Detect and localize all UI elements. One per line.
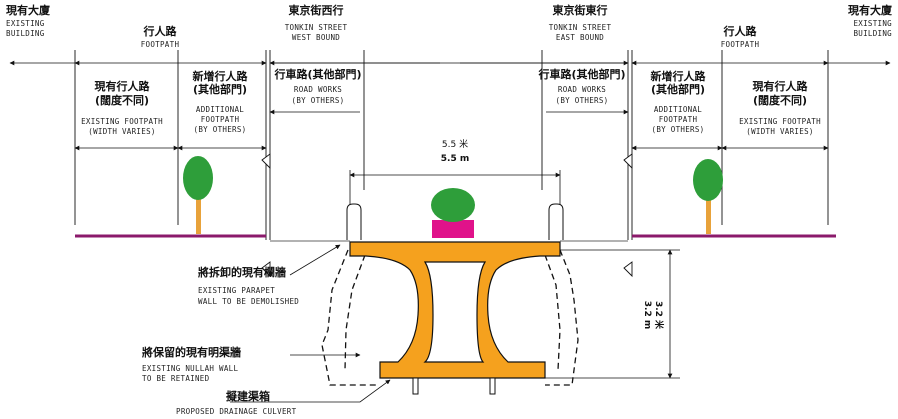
- existing-building-right-zh: 現有大廈: [848, 3, 892, 17]
- extension-lines: [74, 50, 829, 240]
- existing-fp-left-zh-2: (闊度不同): [95, 93, 149, 107]
- width-zh: 5.5 米: [442, 138, 468, 150]
- road-works-left-en-2: (BY OTHERS): [292, 96, 345, 105]
- existing-fp-left-en-1: EXISTING FOOTPATH: [81, 117, 163, 126]
- existing-building-right-en-2: BUILDING: [853, 29, 892, 38]
- culvert-en: PROPOSED DRAINAGE CULVERT: [176, 407, 297, 416]
- nullah-en-2: TO BE RETAINED: [142, 374, 210, 383]
- existing-fp-right-zh-1: 現有行人路: [753, 79, 809, 93]
- additional-fp-right-en-2: FOOTPATH: [659, 115, 698, 124]
- existing-fp-right-zh-2: (闊度不同): [753, 93, 807, 107]
- existing-fp-left-zh-1: 現有行人路: [95, 79, 151, 93]
- road-works-left-zh: 行車路(其他部門): [273, 67, 361, 81]
- parapet-zh: 將拆卸的現有欄牆: [198, 265, 286, 279]
- nullah-en-1: EXISTING NULLAH WALL: [142, 364, 238, 373]
- parapet-en-1: EXISTING PARAPET: [198, 286, 275, 295]
- leader-lines: [230, 244, 391, 403]
- additional-fp-right-zh-2: (其他部門): [651, 82, 705, 96]
- existing-building-left-en-1: EXISTING: [6, 19, 45, 28]
- tonkin-west-zh: 東京街西行: [289, 3, 344, 17]
- height-zh: 3.2 米: [653, 301, 665, 330]
- labels: 現有大廈 EXISTING BUILDING 行人路 FOOTPATH 東京街西…: [6, 3, 892, 416]
- dimension-lines: [9, 60, 891, 379]
- footpath-right-en: FOOTPATH: [721, 40, 760, 49]
- tonkin-east-zh: 東京街東行: [553, 3, 608, 17]
- additional-fp-left-en-2: FOOTPATH: [201, 115, 240, 124]
- road-works-right-zh: 行車路(其他部門): [537, 67, 625, 81]
- existing-fp-right-en-1: EXISTING FOOTPATH: [739, 117, 821, 126]
- tonkin-east-en-1: TONKIN STREET: [549, 23, 612, 32]
- planter-icon: [431, 188, 475, 238]
- footpath-left-zh: 行人路: [143, 24, 178, 38]
- road-works-left-en-1: ROAD WORKS: [294, 85, 342, 94]
- additional-fp-left-en-3: (BY OTHERS): [194, 125, 247, 134]
- road-works-right-en-2: (BY OTHERS): [556, 96, 609, 105]
- footpath-right-zh: 行人路: [723, 24, 758, 38]
- additional-fp-left-en-1: ADDITIONAL: [196, 105, 244, 114]
- tonkin-west-en-1: TONKIN STREET: [285, 23, 348, 32]
- additional-fp-left-zh-2: (其他部門): [193, 82, 247, 96]
- culvert-piles: [412, 377, 496, 395]
- culvert-zh: 擬建渠箱: [226, 389, 270, 403]
- existing-building-left-en-2: BUILDING: [6, 29, 45, 38]
- existing-building-right-en-1: EXISTING: [853, 19, 892, 28]
- tonkin-west-en-2: WEST BOUND: [292, 33, 340, 42]
- proposed-culvert: [349, 241, 561, 379]
- width-en: 5.5 m: [441, 154, 469, 164]
- existing-parapet-walls: [346, 203, 564, 240]
- height-en: 3.2 m: [642, 301, 652, 329]
- parapet-en-2: WALL TO BE DEMOLISHED: [198, 297, 299, 306]
- additional-fp-right-en-3: (BY OTHERS): [652, 125, 705, 134]
- additional-fp-left-zh-1: 新增行人路: [193, 69, 249, 83]
- existing-building-left-zh: 現有大廈: [6, 3, 50, 17]
- footpath-left-en: FOOTPATH: [141, 40, 180, 49]
- existing-nullah-walls: [321, 249, 579, 386]
- road-works-right-en-1: ROAD WORKS: [558, 85, 606, 94]
- additional-fp-right-zh-1: 新增行人路: [651, 69, 707, 83]
- additional-fp-right-en-1: ADDITIONAL: [654, 105, 702, 114]
- tree-right-icon: [693, 159, 723, 234]
- tree-left-icon: [183, 156, 213, 234]
- existing-fp-right-en-2: (WIDTH VARIES): [746, 127, 813, 136]
- tonkin-east-en-2: EAST BOUND: [556, 33, 604, 42]
- ground-lines: [75, 234, 836, 242]
- nullah-zh: 將保留的現有明渠牆: [142, 345, 241, 359]
- break-symbols: [261, 153, 633, 278]
- existing-fp-left-en-2: (WIDTH VARIES): [88, 127, 155, 136]
